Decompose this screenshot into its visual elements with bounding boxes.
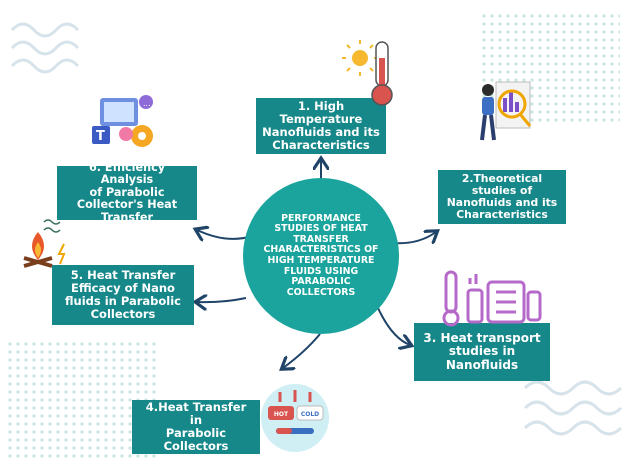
person-analyzing-chart-icon (480, 81, 532, 141)
hot-cold-thermometer-icon: HOT COLD (261, 384, 329, 452)
arrow-to-node-4 (283, 333, 321, 368)
node-2-theoretical-studies: 2.Theoretical studies of Nanofluids and … (438, 170, 566, 224)
hot-label: HOT (274, 411, 289, 418)
arrow-to-node-3 (377, 307, 410, 345)
arrow-to-node-5 (197, 298, 247, 302)
cold-label: COLD (301, 411, 319, 418)
node-3-heat-transport-studies: 3. Heat transport studies in Nanofluids (414, 323, 550, 381)
svg-text:T: T (96, 129, 105, 144)
center-topic: PERFORMANCE STUDIES OF HEAT TRANSFER CHA… (243, 178, 399, 334)
node-4-heat-transfer-parabolic-collectors: 4.Heat Transfer in Parabolic Collectors (132, 400, 260, 454)
node-5-heat-transfer-efficacy: 5. Heat Transfer Efficacy of Nano fluids… (52, 265, 194, 325)
svg-text:...: ... (143, 99, 151, 108)
node-1-high-temperature-nanofluids: 1. High Temperature Nanofluids and its C… (256, 98, 386, 154)
efficiency-gears-icon: ... T (92, 95, 153, 147)
campfire-icon (23, 219, 66, 268)
dot-pattern-bottom-left (6, 340, 156, 460)
node-6-efficiency-analysis: 6. Efficiency Analysis of Parabolic Coll… (57, 161, 197, 224)
heat-transport-plant-icon (442, 270, 542, 327)
sun-thermometer-icon (342, 40, 393, 106)
